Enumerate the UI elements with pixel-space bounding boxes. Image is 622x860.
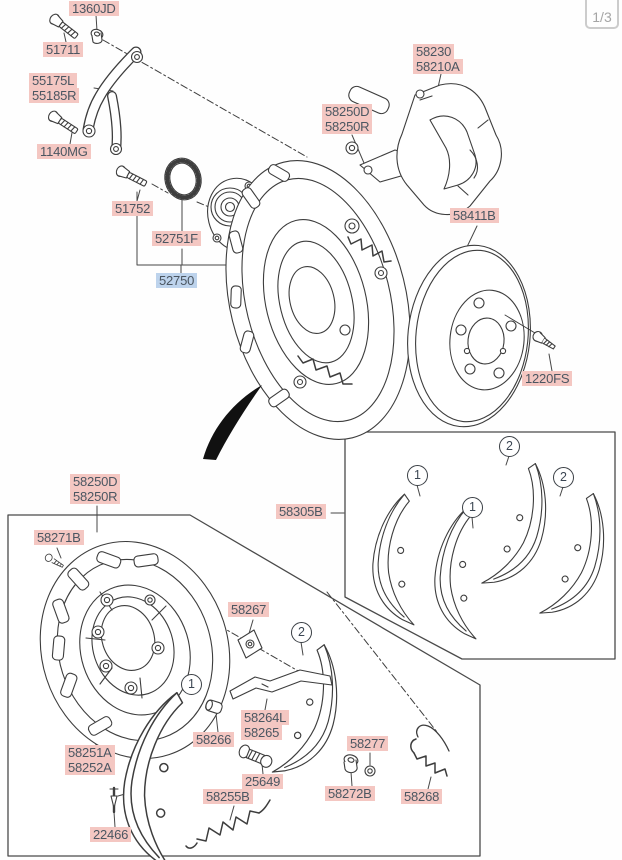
part-label-52750[interactable]: 52750 bbox=[156, 273, 198, 288]
part-number-text: 52751F bbox=[152, 231, 201, 246]
part-number-text: 51711 bbox=[43, 42, 84, 57]
shading-swoosh bbox=[203, 385, 262, 460]
bolt-51752-icon bbox=[114, 163, 149, 190]
return-spring-lower bbox=[297, 355, 353, 385]
part-number-text: 58251A bbox=[65, 745, 115, 760]
callout-number-1: 1 bbox=[462, 497, 483, 518]
adjuster-25649-drawing bbox=[238, 744, 273, 768]
pin-22466-icon bbox=[109, 786, 119, 814]
part-number-text: 55185R bbox=[29, 88, 80, 103]
part-label-58267[interactable]: 58267 bbox=[228, 602, 270, 617]
bolt-51711-icon bbox=[47, 11, 81, 42]
bracket-55175-drawing bbox=[82, 46, 144, 156]
callout-number-1: 1 bbox=[407, 465, 428, 486]
callout-number-2: 2 bbox=[291, 622, 312, 643]
page-indicator[interactable]: 1/3 bbox=[585, 0, 619, 29]
nut-1360JD-icon bbox=[90, 28, 104, 44]
part-number-text: 1360JD bbox=[69, 1, 119, 16]
part-number-text: 1220FS bbox=[522, 371, 573, 386]
part-label-22466[interactable]: 22466 bbox=[90, 827, 132, 842]
part-label-52751F[interactable]: 52751F bbox=[152, 231, 201, 246]
callout-number-1: 1 bbox=[181, 674, 202, 695]
clip-58267-icon bbox=[237, 629, 263, 659]
part-label-58272B[interactable]: 58272B bbox=[325, 786, 375, 801]
washer-58277-icon bbox=[364, 765, 376, 777]
brake-disc-58411B-drawing bbox=[407, 244, 541, 428]
part-number-text: 58277 bbox=[347, 736, 389, 751]
backing-plate-lower-drawing bbox=[39, 540, 231, 760]
page-indicator-text: 1/3 bbox=[592, 9, 612, 25]
callout-number-2: 2 bbox=[499, 436, 520, 457]
part-number-text: 58230 bbox=[413, 44, 455, 59]
spring-58268-drawing bbox=[410, 724, 450, 777]
bolt-1140MG-icon bbox=[46, 108, 81, 137]
part-number-text: 51752 bbox=[112, 201, 154, 216]
shoe-kit-box-58305B bbox=[344, 431, 616, 660]
part-number-text: 58250D bbox=[322, 104, 373, 119]
part-number-text: 58250R bbox=[70, 489, 121, 504]
abs-ring-52751F-drawing bbox=[164, 157, 202, 201]
part-label-51752[interactable]: 51752 bbox=[112, 201, 154, 216]
part-number-text: 55175L bbox=[29, 73, 78, 88]
cap-58266-icon bbox=[205, 699, 223, 714]
part-label-58305B[interactable]: 58305B bbox=[276, 504, 326, 519]
part-number-text: 58210A bbox=[413, 59, 463, 74]
caliper-58230-drawing bbox=[348, 83, 502, 216]
part-number-text: 58271B bbox=[34, 530, 84, 545]
part-number-text: 58265 bbox=[241, 725, 283, 740]
part-label-1140MG[interactable]: 1140MG bbox=[37, 144, 91, 159]
part-number-text: 52750 bbox=[156, 273, 198, 288]
backing-plate-upper-drawing bbox=[225, 141, 421, 440]
part-label-58266[interactable]: 58266 bbox=[193, 732, 235, 747]
part-label-1360JD[interactable]: 1360JD bbox=[69, 1, 119, 16]
strut-58264L-drawing bbox=[229, 669, 333, 700]
part-label-58411B[interactable]: 58411B bbox=[450, 208, 499, 223]
part-number-text: 58267 bbox=[228, 602, 270, 617]
part-number-text: 58411B bbox=[450, 208, 499, 223]
part-label-25649[interactable]: 25649 bbox=[242, 774, 284, 789]
part-number-text: 58266 bbox=[193, 732, 235, 747]
screw-58271B-icon bbox=[44, 553, 64, 568]
part-number-text: 58264L bbox=[241, 710, 290, 725]
part-number-text: 58250D bbox=[70, 474, 121, 489]
part-number-text: 58268 bbox=[401, 789, 443, 804]
part-number-text: 58255B bbox=[203, 789, 253, 804]
nut-58272B-icon bbox=[343, 754, 359, 774]
part-label-58268[interactable]: 58268 bbox=[401, 789, 443, 804]
part-label-1220FS[interactable]: 1220FS bbox=[522, 371, 573, 386]
part-number-text: 22466 bbox=[90, 827, 132, 842]
part-number-text: 58250R bbox=[322, 119, 373, 134]
part-label-51711[interactable]: 51711 bbox=[43, 42, 84, 57]
callout-number-2: 2 bbox=[553, 467, 574, 488]
part-number-text: 1140MG bbox=[37, 144, 91, 159]
part-label-58255B[interactable]: 58255B bbox=[203, 789, 253, 804]
screw-1220FS-icon bbox=[532, 330, 556, 350]
part-number-text: 58272B bbox=[325, 786, 375, 801]
return-spring-upper bbox=[347, 236, 392, 263]
part-number-text: 58252A bbox=[65, 760, 115, 775]
part-number-text: 58305B bbox=[276, 504, 326, 519]
part-number-text: 25649 bbox=[242, 774, 284, 789]
part-label-58271B[interactable]: 58271B bbox=[34, 530, 84, 545]
leader-lines bbox=[56, 14, 564, 828]
spring-58255B-drawing bbox=[185, 799, 271, 849]
construction-lines bbox=[102, 39, 438, 733]
part-label-58277[interactable]: 58277 bbox=[347, 736, 389, 751]
